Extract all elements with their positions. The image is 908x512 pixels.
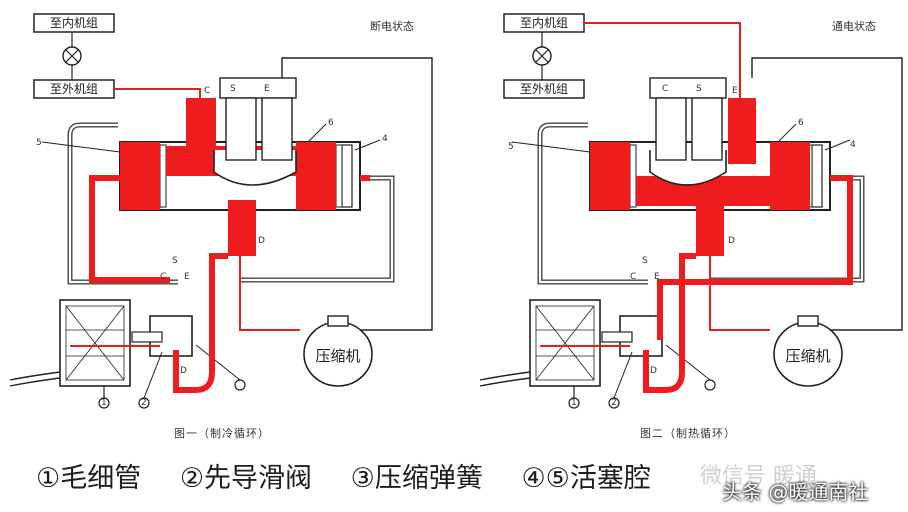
port-label-s: S	[230, 84, 236, 94]
cooling-diagram	[10, 14, 432, 408]
part-number-1: 1	[101, 398, 107, 408]
part-number-6: 6	[798, 118, 804, 128]
port-label-e: E	[264, 84, 270, 94]
pilot-label-s: S	[642, 256, 648, 266]
figure-caption: 图一（制冷循环）	[174, 427, 270, 440]
state-label: 断电状态	[370, 20, 414, 33]
legend-item-pilot-valve: ②先导滑阀	[179, 463, 313, 494]
outdoor-unit-label: 至外机组	[519, 82, 568, 96]
part-number-4: 4	[382, 134, 388, 144]
indoor-unit-label: 至内机组	[49, 16, 98, 30]
part-number-2: 2	[611, 398, 617, 408]
legend-item-capillary: ①毛细管	[36, 463, 142, 494]
port-label-e: E	[732, 86, 738, 96]
part-number-2: 2	[141, 398, 147, 408]
compressor-label: 压缩机	[315, 347, 361, 365]
pilot-label-d: D	[650, 366, 657, 376]
port-label-d: D	[258, 236, 265, 246]
part-number-5: 5	[36, 138, 42, 148]
figure-caption: 图二（制热循环）	[640, 427, 736, 440]
part-number-5: 5	[508, 142, 514, 152]
pilot-label-s: S	[172, 256, 178, 266]
indoor-unit-label: 至内机组	[519, 16, 568, 30]
heating-diagram	[480, 14, 902, 408]
outdoor-unit-label: 至外机组	[49, 82, 98, 96]
pilot-label-e: E	[184, 272, 190, 282]
legend-item-piston-chamber: ④⑤活塞腔	[521, 463, 651, 494]
pilot-label-c: C	[160, 272, 167, 282]
port-label-c: C	[204, 86, 211, 96]
pilot-label-e: E	[654, 272, 660, 282]
legend-item-spring: ③压缩弹簧	[350, 463, 483, 494]
part-number-6: 6	[328, 118, 334, 128]
port-label-d: D	[728, 236, 735, 246]
port-label-s: S	[696, 84, 702, 94]
state-label: 通电状态	[832, 20, 876, 33]
legend: ①毛细管 ②先导滑阀 ③压缩弹簧 ④⑤活塞腔	[36, 456, 681, 495]
toutiao-watermark: 头条 @暖通南社	[722, 480, 869, 504]
pilot-label-d: D	[180, 366, 187, 376]
compressor-label: 压缩机	[785, 347, 831, 365]
part-number-4: 4	[850, 140, 856, 150]
port-label-c: C	[662, 84, 669, 94]
pilot-label-c: C	[630, 272, 637, 282]
wechat-watermark: 微信号 暖通	[700, 464, 817, 489]
part-number-1: 1	[571, 398, 577, 408]
